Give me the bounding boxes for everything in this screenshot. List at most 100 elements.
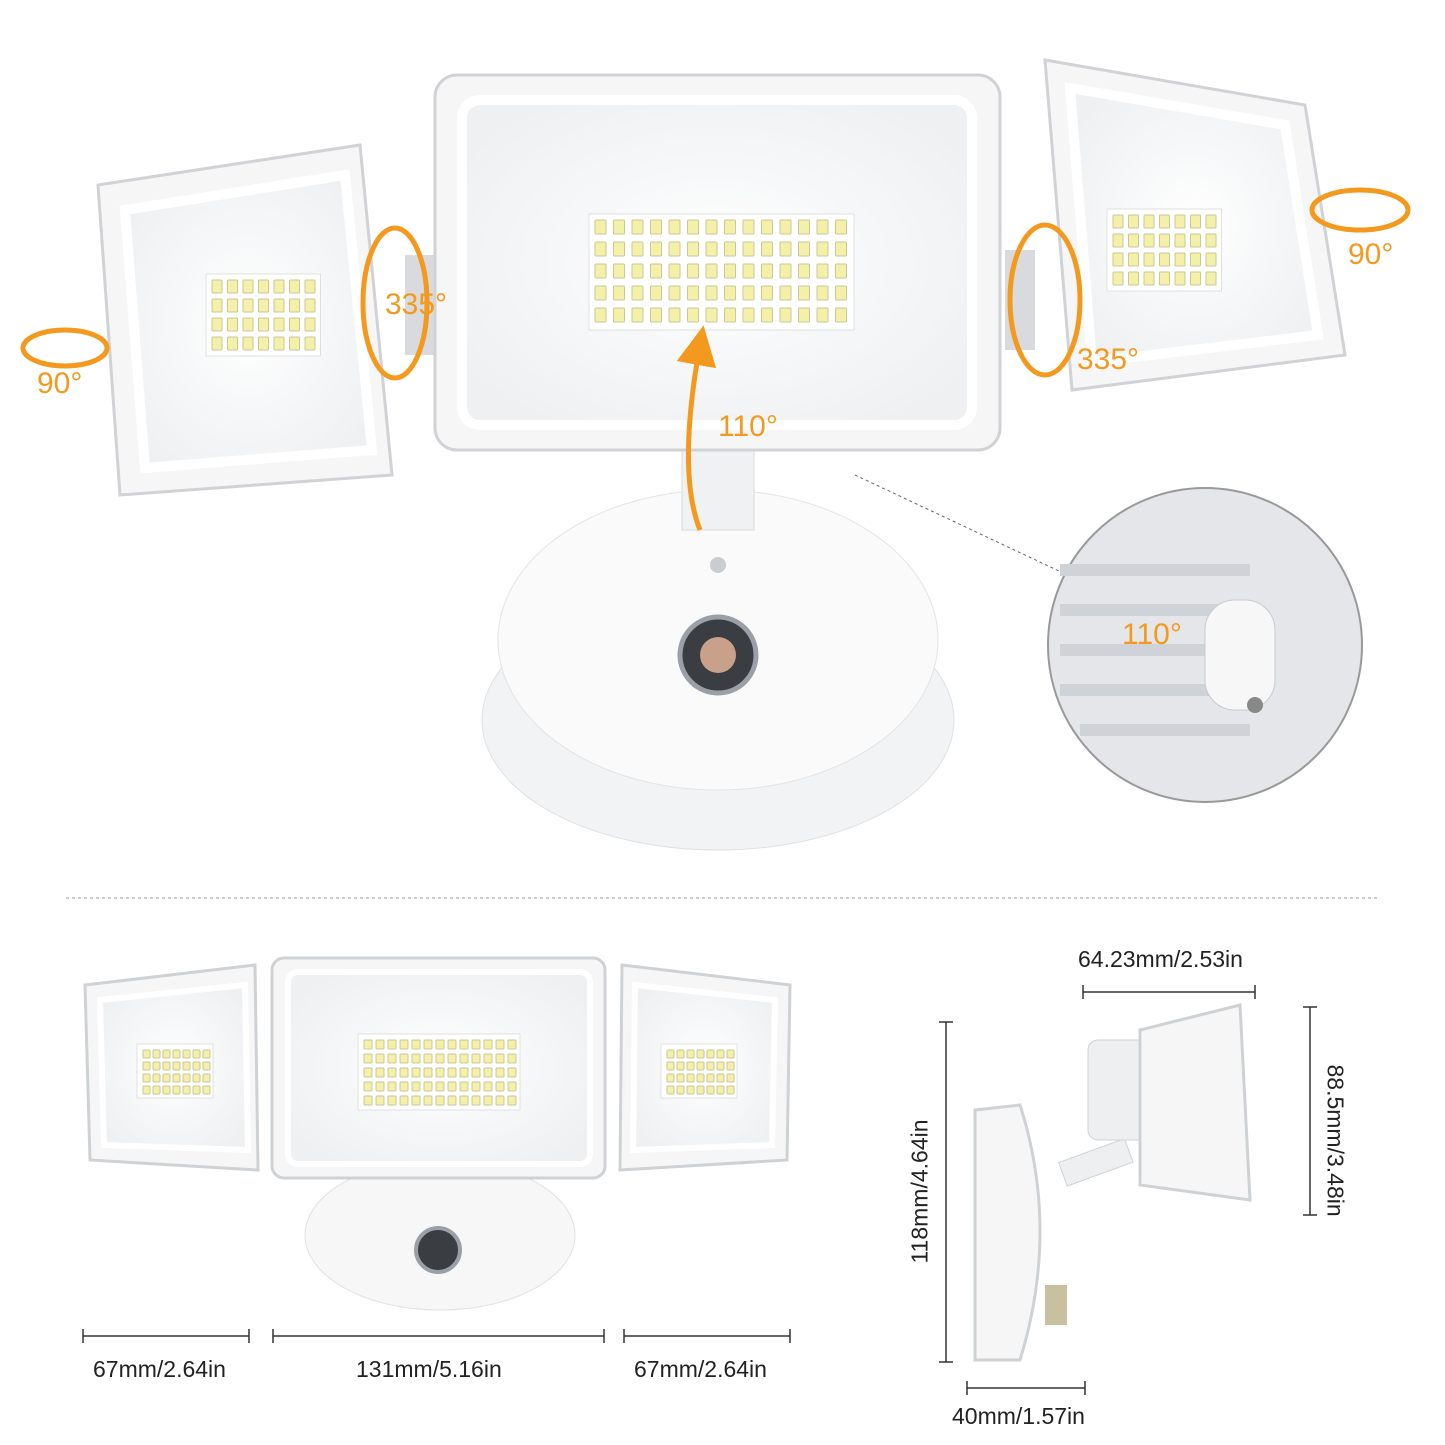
led-chip <box>686 1061 695 1071</box>
led-chip <box>687 263 699 279</box>
led-chip <box>435 1053 445 1064</box>
led-chip <box>192 1085 201 1095</box>
led-chip <box>172 1049 181 1059</box>
led-chip <box>423 1039 433 1050</box>
led-chip <box>192 1073 201 1083</box>
led-chip <box>1190 233 1201 248</box>
led-chip <box>687 285 699 301</box>
led-chip <box>835 263 847 279</box>
led-chip <box>1190 271 1201 286</box>
led-chip <box>650 307 662 323</box>
led-chip <box>798 241 810 257</box>
led-chip <box>687 241 699 257</box>
led-chip <box>399 1039 409 1050</box>
led-chip <box>447 1039 457 1050</box>
led-chip <box>706 1085 715 1095</box>
led-chip <box>172 1061 181 1071</box>
led-chip <box>631 241 644 257</box>
side-view <box>973 1003 1252 1362</box>
led-chip <box>835 285 847 301</box>
led-chip <box>142 1073 151 1083</box>
led-chip <box>459 1053 469 1064</box>
led-chip <box>716 1085 725 1095</box>
led-chip <box>1143 252 1155 267</box>
led-chip <box>363 1081 373 1092</box>
led-chip <box>447 1081 457 1092</box>
led-chip <box>495 1081 505 1092</box>
led-chip <box>666 1073 675 1083</box>
swivel-detail-inset <box>1047 487 1363 803</box>
led-chip <box>650 285 662 301</box>
led-chip <box>668 241 681 257</box>
led-chip <box>686 1073 695 1083</box>
led-chip <box>172 1073 181 1083</box>
led-chip <box>816 285 829 301</box>
led-chip <box>724 241 736 257</box>
led-chip <box>227 279 238 294</box>
led-chip <box>835 219 847 235</box>
led-chip <box>258 279 269 294</box>
head-height-label: 88.5mm/3.48in <box>1322 1064 1349 1217</box>
led-chip <box>411 1039 421 1050</box>
led-chip <box>495 1067 505 1078</box>
led-chip <box>242 279 254 294</box>
led-chip <box>258 317 269 332</box>
led-chip <box>668 285 681 301</box>
front-view <box>83 956 792 1311</box>
led-chip <box>162 1073 171 1083</box>
led-chip <box>613 263 625 279</box>
led-chip <box>687 307 699 323</box>
led-chip <box>142 1061 151 1071</box>
led-chip <box>387 1081 397 1092</box>
led-chip <box>211 279 223 294</box>
led-chip <box>202 1061 211 1071</box>
led-chip <box>304 298 316 313</box>
led-chip <box>594 285 607 301</box>
led-chip <box>227 336 238 351</box>
led-chip <box>411 1067 421 1078</box>
led-chip <box>273 279 285 294</box>
led-chip <box>495 1095 505 1106</box>
led-chip <box>182 1085 191 1095</box>
led-chip <box>724 285 736 301</box>
led-chip <box>716 1049 725 1059</box>
led-chip <box>507 1053 517 1064</box>
led-chip <box>650 219 662 235</box>
led-chip <box>798 263 810 279</box>
led-chip <box>761 219 773 235</box>
led-chip <box>211 317 223 332</box>
total-height-label: 118mm/4.64in <box>906 1119 933 1264</box>
led-chip <box>676 1085 685 1095</box>
led-chip <box>227 298 238 313</box>
led-chip <box>471 1067 481 1078</box>
led-chip <box>459 1095 469 1106</box>
led-chip <box>705 285 718 301</box>
led-chip <box>1112 214 1124 229</box>
led-chip <box>613 307 625 323</box>
led-chip <box>399 1081 409 1092</box>
led-chip <box>666 1085 675 1095</box>
led-chip <box>1159 214 1170 229</box>
led-chip <box>411 1081 421 1092</box>
led-chip <box>716 1073 725 1083</box>
led-chip <box>716 1061 725 1071</box>
led-chip <box>594 263 607 279</box>
led-chip <box>459 1039 469 1050</box>
led-chip <box>594 219 607 235</box>
led-chip <box>706 1049 715 1059</box>
inset-tilt-label: 110° <box>1122 618 1182 651</box>
led-chip <box>304 336 316 351</box>
led-chip <box>613 241 625 257</box>
led-chip <box>152 1061 161 1071</box>
led-chip <box>816 263 829 279</box>
led-chip <box>242 336 254 351</box>
led-chip <box>471 1039 481 1050</box>
right-width-label: 67mm/2.64in <box>634 1356 767 1382</box>
led-chip <box>435 1081 445 1092</box>
led-chip <box>613 285 625 301</box>
led-chip <box>1128 271 1139 286</box>
led-chip <box>1143 214 1155 229</box>
led-chip <box>742 219 755 235</box>
dimension-lines <box>82 985 1317 1395</box>
